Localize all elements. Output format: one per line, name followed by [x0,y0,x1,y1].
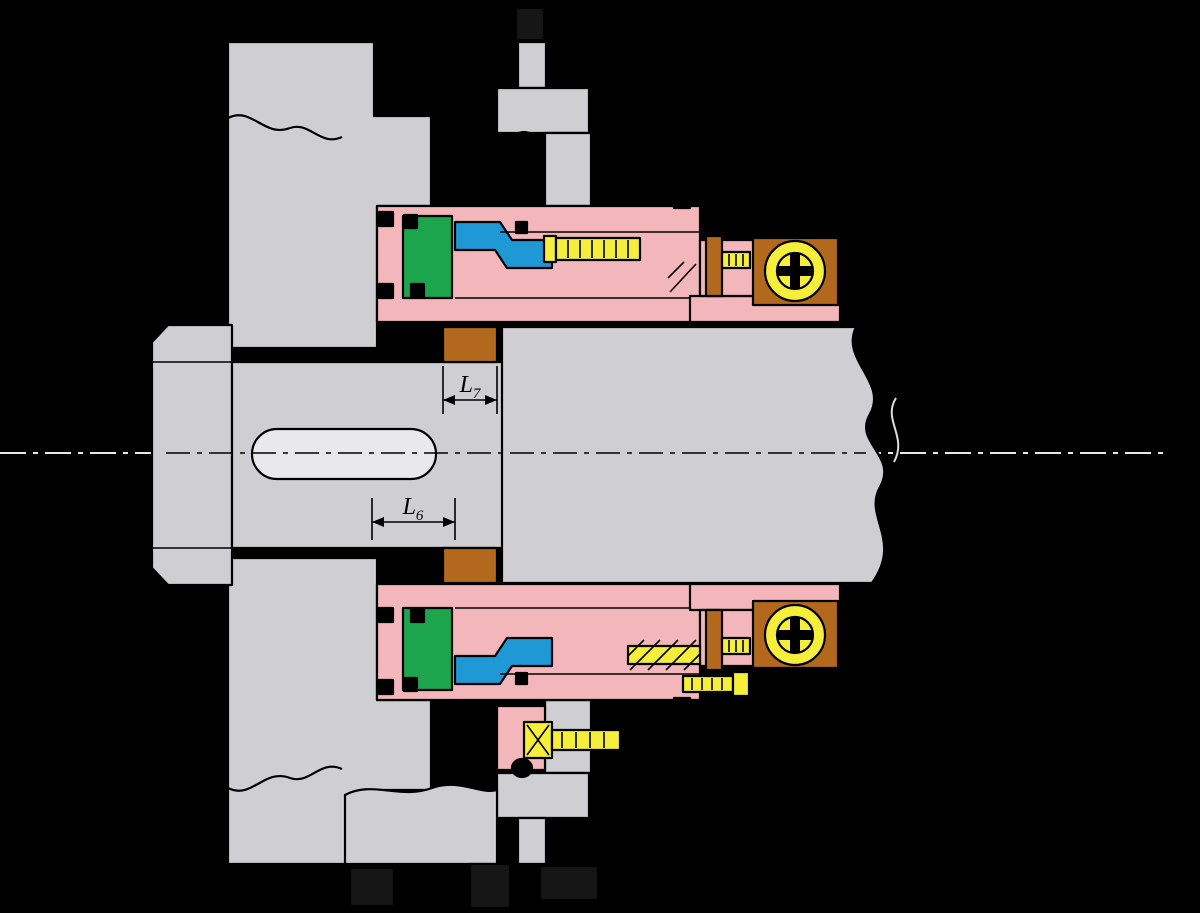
dim-label-l7: L7 [459,372,482,402]
seal-rings-blue [453,220,554,686]
pin-bottom [672,696,692,714]
spring-stud-top [554,236,642,262]
section-hatch-lines [627,261,701,671]
o-ring-gland-top-2 [377,282,395,300]
thread-lines-top-stud [567,240,629,258]
drive-collar-top [441,325,499,364]
break-line-flange-top [227,114,343,141]
o-ring-seat-bottom-2 [402,676,419,693]
o-ring-gland-top-1 [377,210,395,228]
o-ring-face-bottom [514,671,529,686]
stud-bottom [681,674,735,694]
rotating-face-bottom [453,636,554,686]
dimension-l7: L7 [442,366,498,414]
gland-plate-block-top-3 [543,131,593,208]
arrowhead-l6-right [443,517,455,527]
shaft-sleeve [500,325,886,585]
gland-plate-block-top-2 [495,86,591,135]
o-ring-seat-bottom-1 [409,607,426,624]
o-ring-plate-top [511,130,537,154]
shaft-end [150,323,234,587]
thread-lines-bottom [526,678,723,756]
retainer-plate-top [704,234,724,298]
bolt-silhouette-bottom-3 [538,864,600,902]
gland-plate-block-top-1 [516,40,548,90]
clamp-screw-bottom-slot-h [777,630,813,640]
arrowhead-l7-right [485,395,497,405]
dimensions: L7 L6 [371,366,498,540]
thread-lines-set-screws [728,254,744,652]
shaft-step-lines [152,361,232,549]
gland-part-lines [455,231,700,675]
bolt-silhouette-bottom-2 [468,862,512,910]
stud-nut-bottom [731,670,751,698]
gland-bolt-shank-bottom [550,728,622,752]
broken-housing-piece-bottom [343,783,499,866]
edge-silhouettes [348,6,600,910]
o-ring-seat-top-2 [409,282,426,299]
break-line-shaft-right [890,397,900,463]
o-ring-face-top [514,220,529,235]
pin-top [672,192,692,210]
bolt-silhouette-bottom-1 [348,866,396,908]
bolt-silhouette-top [514,6,546,42]
retainer-plate-bottom [704,608,724,672]
clamp-screw-top-slot-h [777,266,813,276]
black-details [152,114,866,792]
o-ring-plate-bottom [510,757,534,779]
arrowhead-l7-left [443,395,455,405]
break-line-flange-bottom [227,765,343,792]
dim-label-l6: L6 [402,494,424,524]
o-ring-gland-bottom-1 [377,606,395,624]
spring-seat-top [542,234,558,264]
o-ring-gland-bottom-2 [377,678,395,696]
gland-plate-block-bottom-2 [495,771,591,820]
rotating-face-top [453,220,554,270]
arrowhead-l6-left [372,517,384,527]
dimension-l6: L6 [371,494,456,540]
shaft-keyway [250,427,438,481]
gland-plate-block-bottom-3 [516,816,548,866]
drive-collar-bottom [441,546,499,585]
o-ring-seat-top-1 [402,213,419,230]
